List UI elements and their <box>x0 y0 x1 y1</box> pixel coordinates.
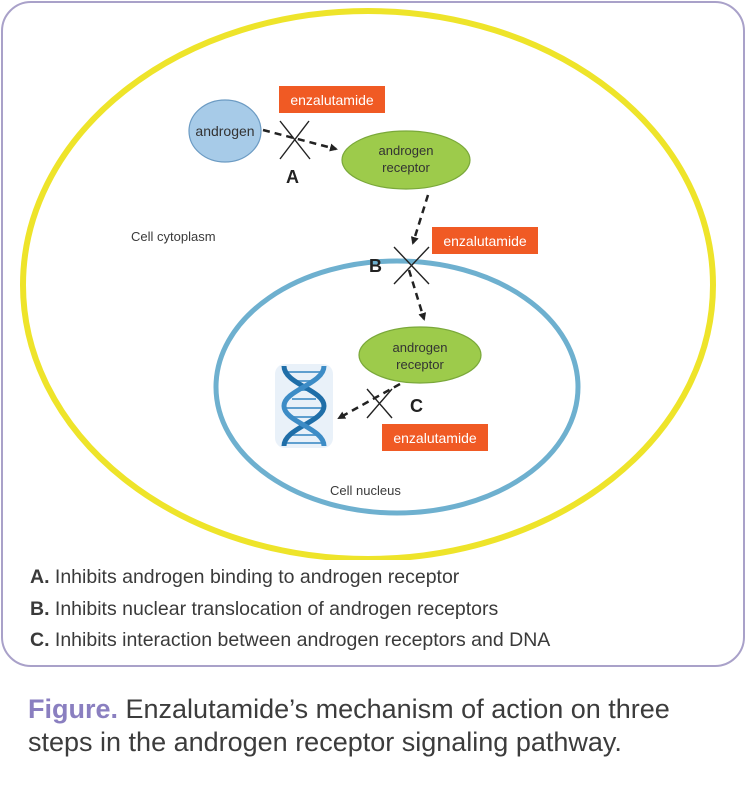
arrow-c <box>337 382 401 420</box>
caption-text: Enzalutamide’s mechanism of action on th… <box>28 694 670 757</box>
cytoplasm-label: Cell cytoplasm <box>131 229 216 244</box>
nucleus-label: Cell nucleus <box>330 483 401 498</box>
legend-item-c: C. Inhibits interaction between androgen… <box>30 629 730 651</box>
androgen-molecule <box>188 99 262 163</box>
drug-label-c: enzalutamide <box>393 430 476 446</box>
legend-item-a: A. Inhibits androgen binding to androgen… <box>30 566 730 588</box>
androgen-receptor-cytoplasm <box>341 130 471 190</box>
caption-label: Figure. <box>28 694 119 724</box>
step-a-label: A <box>286 167 299 187</box>
step-c-label: C <box>410 396 423 416</box>
androgen-receptor-nucleus <box>358 326 482 384</box>
x-block-icon-a <box>279 120 311 160</box>
x-block-icon-b <box>393 246 430 285</box>
legend-letter: C. <box>30 629 50 651</box>
drug-label-b: enzalutamide <box>443 233 526 249</box>
legend-letter: B. <box>30 597 50 620</box>
receptor-1-line2: receptor <box>382 160 430 175</box>
legend: A. Inhibits androgen binding to androgen… <box>30 566 730 661</box>
x-block-icon-c <box>366 388 393 419</box>
drug-box-c <box>382 424 488 451</box>
cell-membrane <box>20 8 716 560</box>
drug-box-a <box>279 86 385 113</box>
receptor-2-line2: receptor <box>396 357 444 372</box>
androgen-label: androgen <box>195 123 254 139</box>
legend-text: Inhibits nuclear translocation of androg… <box>49 597 499 620</box>
arrow-b-upper <box>410 194 430 245</box>
receptor-2-line1: androgen <box>393 340 448 355</box>
drug-box-b <box>432 227 538 254</box>
receptor-1-line1: androgen <box>379 143 434 158</box>
drug-label-a: enzalutamide <box>290 92 373 108</box>
step-b-label: B <box>369 256 382 276</box>
arrow-b-lower <box>407 269 427 321</box>
legend-text: Inhibits androgen binding to androgen re… <box>49 566 460 588</box>
mechanism-diagram: Cell cytoplasm Cell nucleus androgen enz… <box>20 8 716 560</box>
legend-text: Inhibits interaction between androgen re… <box>49 629 551 651</box>
legend-item-b: B. Inhibits nuclear translocation of and… <box>30 598 730 620</box>
dna-helix-icon <box>275 364 333 448</box>
arrow-a <box>262 128 338 152</box>
legend-letter: A. <box>30 566 50 588</box>
figure-caption: Figure. Enzalutamide’s mechanism of acti… <box>28 693 728 759</box>
nuclear-membrane <box>213 258 581 516</box>
